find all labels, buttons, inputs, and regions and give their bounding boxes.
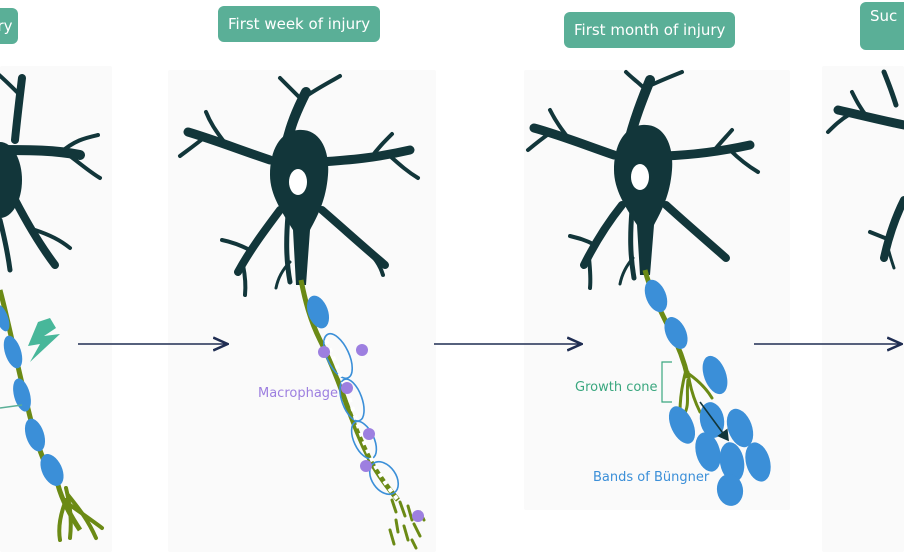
stage-label-injury: ury: [0, 8, 18, 44]
growth-cone-bracket: [662, 362, 672, 402]
neuron-stage-success: [828, 72, 904, 268]
bands-of-bungner-label: Bands of Büngner: [593, 470, 709, 485]
neuron-stage-first-week: [180, 76, 424, 548]
macrophage-label: Macrophage: [258, 386, 338, 401]
growth-cone-label: Growth cone: [575, 380, 658, 395]
stage-label-first-week: First week of injury: [218, 6, 380, 42]
stage-label-success: Suc: [860, 2, 904, 50]
stage-label-first-month: First month of injury: [564, 12, 735, 48]
neuron-stage-first-month: [528, 72, 775, 508]
lightning-icon: [28, 318, 60, 362]
neuron-stage-injury: [0, 74, 102, 540]
